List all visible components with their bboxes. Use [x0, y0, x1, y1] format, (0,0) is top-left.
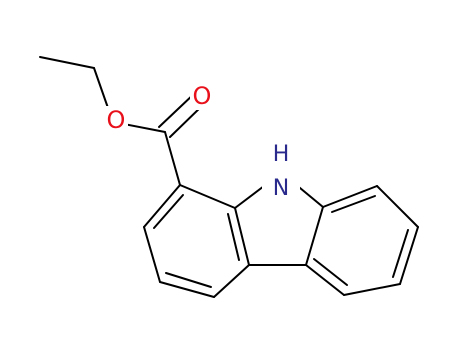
atom-oxygen-carbonyl: O — [190, 82, 214, 110]
bond-ring-c-5 — [305, 264, 345, 296]
bond-ring-a-inner-3 — [227, 213, 240, 261]
bond-ring-c-inner-3 — [313, 258, 348, 286]
bond-ring-a-5 — [143, 226, 161, 283]
bond-ring-c-inner-1 — [331, 195, 376, 213]
bond-ring-a-1 — [179, 184, 236, 209]
hydrogen-label: H — [273, 142, 290, 167]
bond-ring-a-4 — [159, 281, 215, 298]
bond-ring-a-6 — [143, 184, 181, 228]
bond-ring-b-3 — [305, 206, 324, 266]
bond-ring-c-2 — [376, 185, 419, 228]
bond-ring-a-2 — [234, 207, 250, 266]
nitrogen-symbol-label: N — [273, 176, 289, 201]
oxygen-ester-label: O — [107, 106, 126, 134]
bond-ring-c-1 — [322, 185, 378, 208]
oxygen-carbonyl-label: O — [193, 82, 212, 110]
bond-ring-a-inner-1 — [153, 194, 184, 229]
bond-ring-a-inner-2 — [165, 272, 212, 288]
bond-ethyl-c2-o — [93, 67, 109, 109]
bond-o-carbonyl-c — [123, 123, 166, 133]
bond-carbonyl-c-ring — [164, 131, 181, 186]
bond-ring-c-3 — [399, 226, 419, 285]
bond-ring-a-3 — [213, 264, 250, 298]
bond-ring-c-4 — [343, 283, 401, 296]
bond-ethyl-c1-c2 — [39, 56, 95, 69]
bond-ring-c-inner-2 — [392, 229, 409, 278]
bond-carbonyl-double-a — [158, 91, 197, 128]
atom-oxygen-ester: O — [104, 106, 128, 134]
